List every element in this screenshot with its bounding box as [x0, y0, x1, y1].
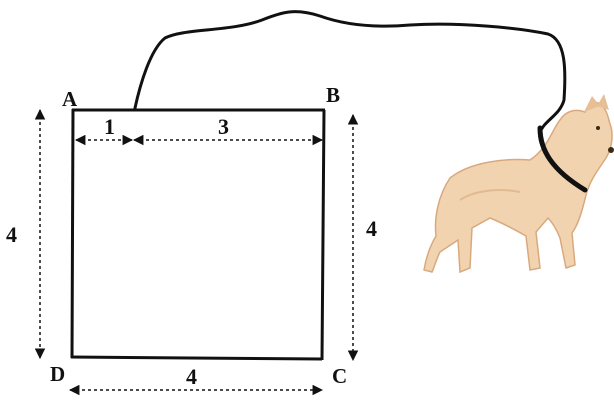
dog-ear: [584, 96, 600, 112]
dimension-label-right: 4: [366, 216, 377, 241]
point-label-b: B: [326, 83, 340, 107]
dimension-label-bottom: 4: [186, 364, 197, 389]
point-label-a: A: [62, 87, 78, 111]
point-label-d: D: [50, 362, 65, 386]
dog-body: [423, 101, 613, 274]
dog-shading: [459, 189, 521, 201]
dog-collar: [537, 125, 588, 193]
dimension-label-top-left: 1: [104, 114, 115, 139]
leash: [133, 10, 587, 191]
dog-eye: [596, 126, 600, 130]
dimension-arrows: [34, 108, 359, 396]
dog-illustration: [423, 94, 614, 274]
dog-nose: [608, 147, 614, 153]
side-bc: [320, 109, 326, 361]
point-label-c: C: [332, 364, 347, 388]
dog-ear-inner: [597, 94, 609, 110]
side-da: [70, 108, 75, 359]
side-cd: [70, 355, 323, 361]
dimension-label-left: 4: [6, 222, 17, 247]
square-abcd: [70, 108, 326, 361]
dimension-label-top-right: 3: [218, 114, 229, 139]
